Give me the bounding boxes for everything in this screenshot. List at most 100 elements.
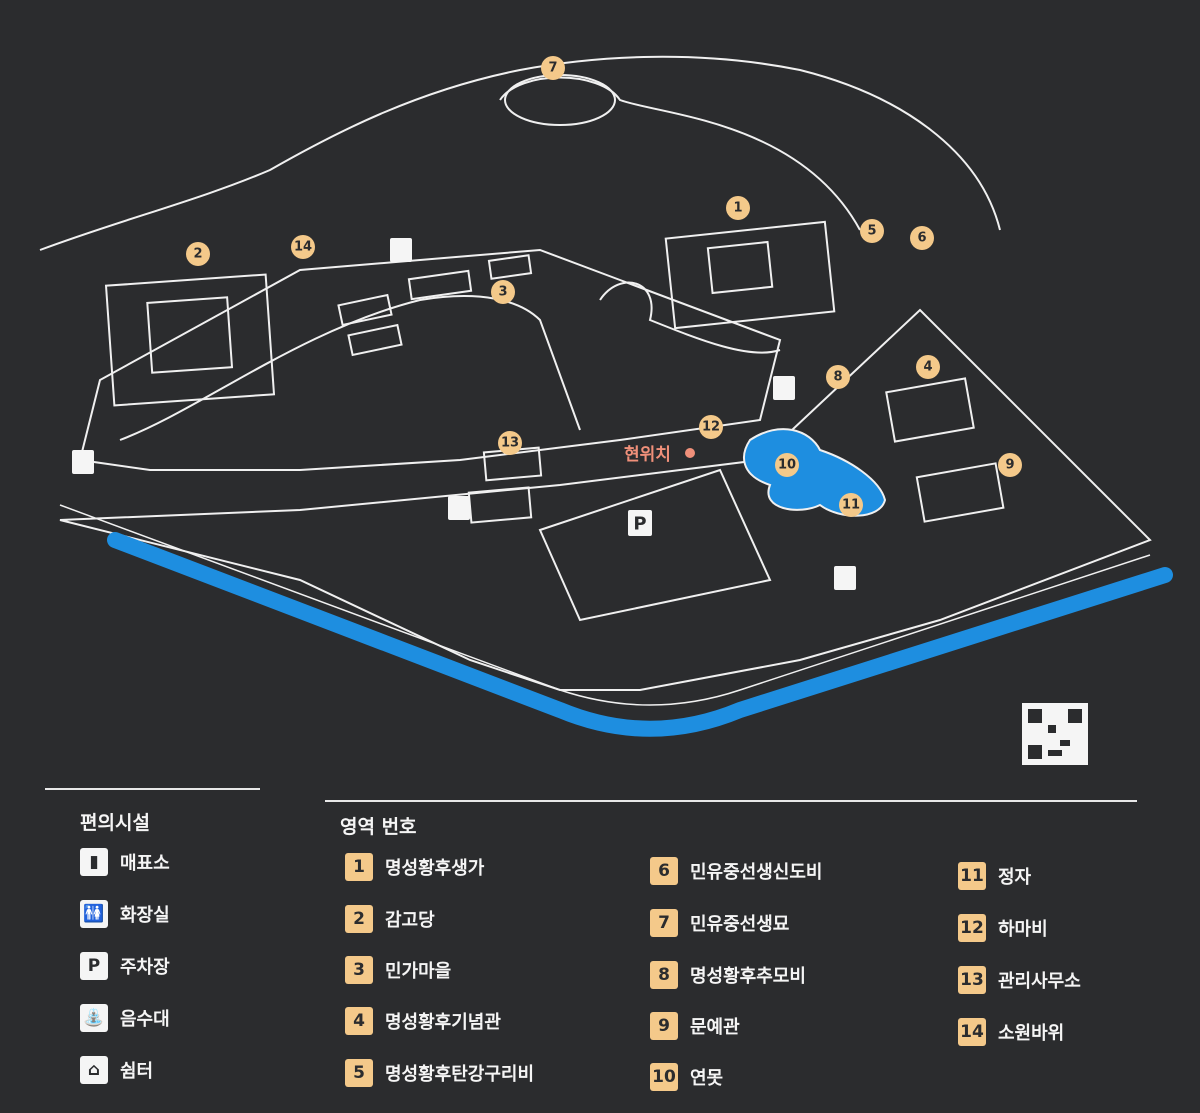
facility-label: 음수대 — [120, 1009, 170, 1030]
zone-number: 1 — [345, 853, 373, 881]
marker-number: 9 — [1005, 458, 1014, 473]
zone-number: 12 — [958, 914, 986, 942]
marker-circle — [775, 453, 799, 477]
building-gamgodang-inner — [146, 296, 234, 374]
marker-number: 4 — [923, 360, 932, 375]
marker-circle — [860, 219, 884, 243]
map-shape — [1060, 740, 1070, 746]
marker-number: 11 — [842, 498, 860, 513]
inner-boundary — [78, 248, 782, 471]
map-shape — [1048, 750, 1062, 756]
legend-rule-facilities — [45, 788, 260, 790]
building-gamgodang — [104, 273, 276, 407]
building-birthplace-inner — [706, 240, 774, 295]
zone-number: 8 — [650, 961, 678, 989]
building-restroom — [467, 486, 533, 524]
walkway-main — [119, 295, 581, 441]
pond — [743, 428, 887, 517]
drinking-fountain-icon — [773, 376, 795, 400]
marker-number: 6 — [917, 231, 926, 246]
marker-number: 8 — [833, 370, 842, 385]
village-house — [407, 269, 473, 301]
zone-label: 명성황후기념관 — [385, 1012, 501, 1033]
marker-7: 7 — [541, 56, 565, 80]
zone-item-4: 4 명성황후기념관 — [345, 1007, 501, 1035]
marker-10: 10 — [775, 453, 799, 477]
site-boundary — [59, 308, 1152, 691]
zones-title: 영역 번호 — [340, 816, 417, 838]
marker-13: 13 — [498, 431, 522, 455]
building-memorial-hall — [885, 377, 975, 443]
zone-number: 11 — [958, 862, 986, 890]
ticket-booth-icon: ▮ — [80, 848, 108, 876]
facilities-title: 편의시설 — [80, 812, 150, 834]
facility-restroom: 🚻 화장실 — [80, 900, 170, 928]
zone-item-11: 11 정자 — [958, 862, 1031, 890]
zone-number: 4 — [345, 1007, 373, 1035]
marker-circle — [186, 242, 210, 266]
village-house — [487, 254, 533, 280]
marker-number: 2 — [193, 247, 202, 262]
marker-circle — [541, 56, 565, 80]
parking-icon: P — [80, 952, 108, 980]
marker-circle — [291, 235, 315, 259]
shelter-icon: ⌂ — [80, 1056, 108, 1084]
marker-number: 14 — [294, 240, 312, 255]
blue-road — [107, 532, 1173, 737]
building-birthplace — [664, 220, 836, 330]
map-shape — [1068, 709, 1082, 723]
ticket-booth-icon — [72, 450, 94, 474]
marker-12: 12 — [699, 415, 723, 439]
zone-label: 민유중선생신도비 — [690, 862, 823, 883]
facility-shelter: ⌂ 쉼터 — [80, 1056, 153, 1084]
village-house — [337, 293, 393, 327]
marker-circle — [726, 196, 750, 220]
road-line — [59, 504, 1151, 706]
zone-label: 민가마을 — [385, 961, 452, 982]
restroom-icon — [448, 496, 470, 520]
site-map: P 7 1 2 14 3 5 6 8 4 12 13 10 9 11 — [39, 55, 1173, 765]
marker-3: 3 — [491, 280, 515, 304]
marker-5: 5 — [860, 219, 884, 243]
building-art-hall — [915, 462, 1005, 523]
marker-circle — [699, 415, 723, 439]
facility-label: 주차장 — [120, 957, 170, 978]
zone-number: 3 — [345, 956, 373, 984]
marker-number: 12 — [702, 420, 720, 435]
tomb-mound — [504, 74, 616, 126]
marker-number: 7 — [548, 61, 557, 76]
zone-label: 문예관 — [690, 1017, 740, 1038]
map-shape — [1028, 745, 1042, 759]
marker-1: 1 — [726, 196, 750, 220]
zone-item-3: 3 민가마을 — [345, 956, 451, 984]
facility-label: 화장실 — [120, 905, 170, 926]
hill-outline — [39, 55, 1001, 251]
restroom-icon — [390, 238, 412, 262]
zone-label: 정자 — [998, 867, 1032, 888]
walkway-loop — [599, 281, 781, 354]
facility-label: 매표소 — [120, 853, 170, 874]
facility-parking: P 주차장 — [80, 952, 170, 980]
zone-number: 5 — [345, 1059, 373, 1087]
marker-number: 5 — [867, 224, 876, 239]
village-house — [347, 323, 403, 357]
zone-number: 13 — [958, 966, 986, 994]
shelter-icon — [834, 566, 856, 590]
current-location-dot — [685, 448, 695, 458]
marker-circle — [498, 431, 522, 455]
map-shape — [1028, 709, 1042, 723]
zone-label: 연못 — [690, 1068, 724, 1089]
tomb-path — [499, 76, 861, 231]
marker-2: 2 — [186, 242, 210, 266]
qr-code — [1022, 703, 1088, 765]
current-location-label: 현위치 — [624, 445, 671, 465]
